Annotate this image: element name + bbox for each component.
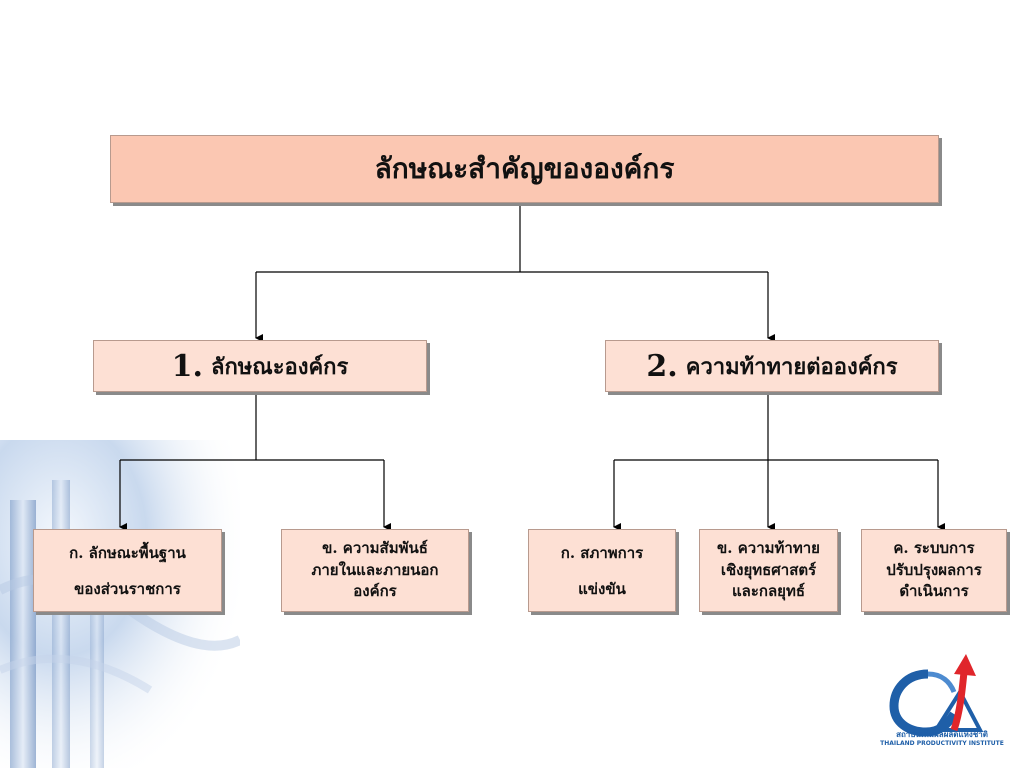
category-label: ความท้าทายต่อองค์กร bbox=[685, 353, 898, 380]
subcategory-line: ก. สภาพการ bbox=[560, 543, 644, 562]
subcategory-box-competitive-environment: ก. สภาพการ แข่งขัน bbox=[528, 529, 676, 612]
title-box: ลักษณะสำคัญขององค์กร bbox=[110, 135, 939, 203]
subcategory-box-relationships: ข. ความสัมพันธ์ ภายในและภายนอก องค์กร bbox=[281, 529, 469, 612]
subcategory-line: ข. ความสัมพันธ์ bbox=[322, 538, 428, 557]
subcategory-line: ค. ระบบการ bbox=[893, 538, 975, 557]
subcategory-line: ข. ความท้าทาย bbox=[717, 538, 820, 557]
category-number: 1. bbox=[171, 348, 203, 384]
subcategory-box-basic-characteristics: ก. ลักษณะพื้นฐาน ของส่วนราชการ bbox=[33, 529, 222, 612]
subcategory-line: ดำเนินการ bbox=[899, 582, 969, 601]
thailand-productivity-institute-logo bbox=[889, 654, 984, 737]
category-label: ลักษณะองค์กร bbox=[210, 353, 349, 380]
subcategory-line: ของส่วนราชการ bbox=[74, 579, 181, 598]
logo-name-thai: สถาบันเพิ่มผลผลิตแห่งชาติ bbox=[896, 730, 988, 739]
subcategory-box-strategic-challenges: ข. ความท้าทาย เชิงยุทธศาสตร์ และกลยุทธ์ bbox=[699, 529, 838, 612]
subcategory-line: และกลยุทธ์ bbox=[731, 582, 806, 601]
subcategory-line: เชิงยุทธศาสตร์ bbox=[720, 560, 817, 579]
logo-name-english: THAILAND PRODUCTIVITY INSTITUTE bbox=[880, 740, 1004, 747]
title-text: ลักษณะสำคัญขององค์กร bbox=[374, 152, 675, 185]
subcategory-line: ภายในและภายนอก bbox=[311, 560, 439, 579]
category-box-organization-profile: 1. ลักษณะองค์กร bbox=[93, 340, 427, 392]
category-number: 2. bbox=[646, 348, 678, 384]
subcategory-line: ก. ลักษณะพื้นฐาน bbox=[69, 543, 186, 562]
subcategory-line: ปรับปรุงผลการ bbox=[886, 560, 982, 579]
subcategory-box-performance-improvement: ค. ระบบการ ปรับปรุงผลการ ดำเนินการ bbox=[861, 529, 1007, 612]
category-box-organization-challenges: 2. ความท้าทายต่อองค์กร bbox=[605, 340, 939, 392]
subcategory-line: องค์กร bbox=[353, 582, 397, 601]
subcategory-line: แข่งขัน bbox=[578, 579, 626, 598]
